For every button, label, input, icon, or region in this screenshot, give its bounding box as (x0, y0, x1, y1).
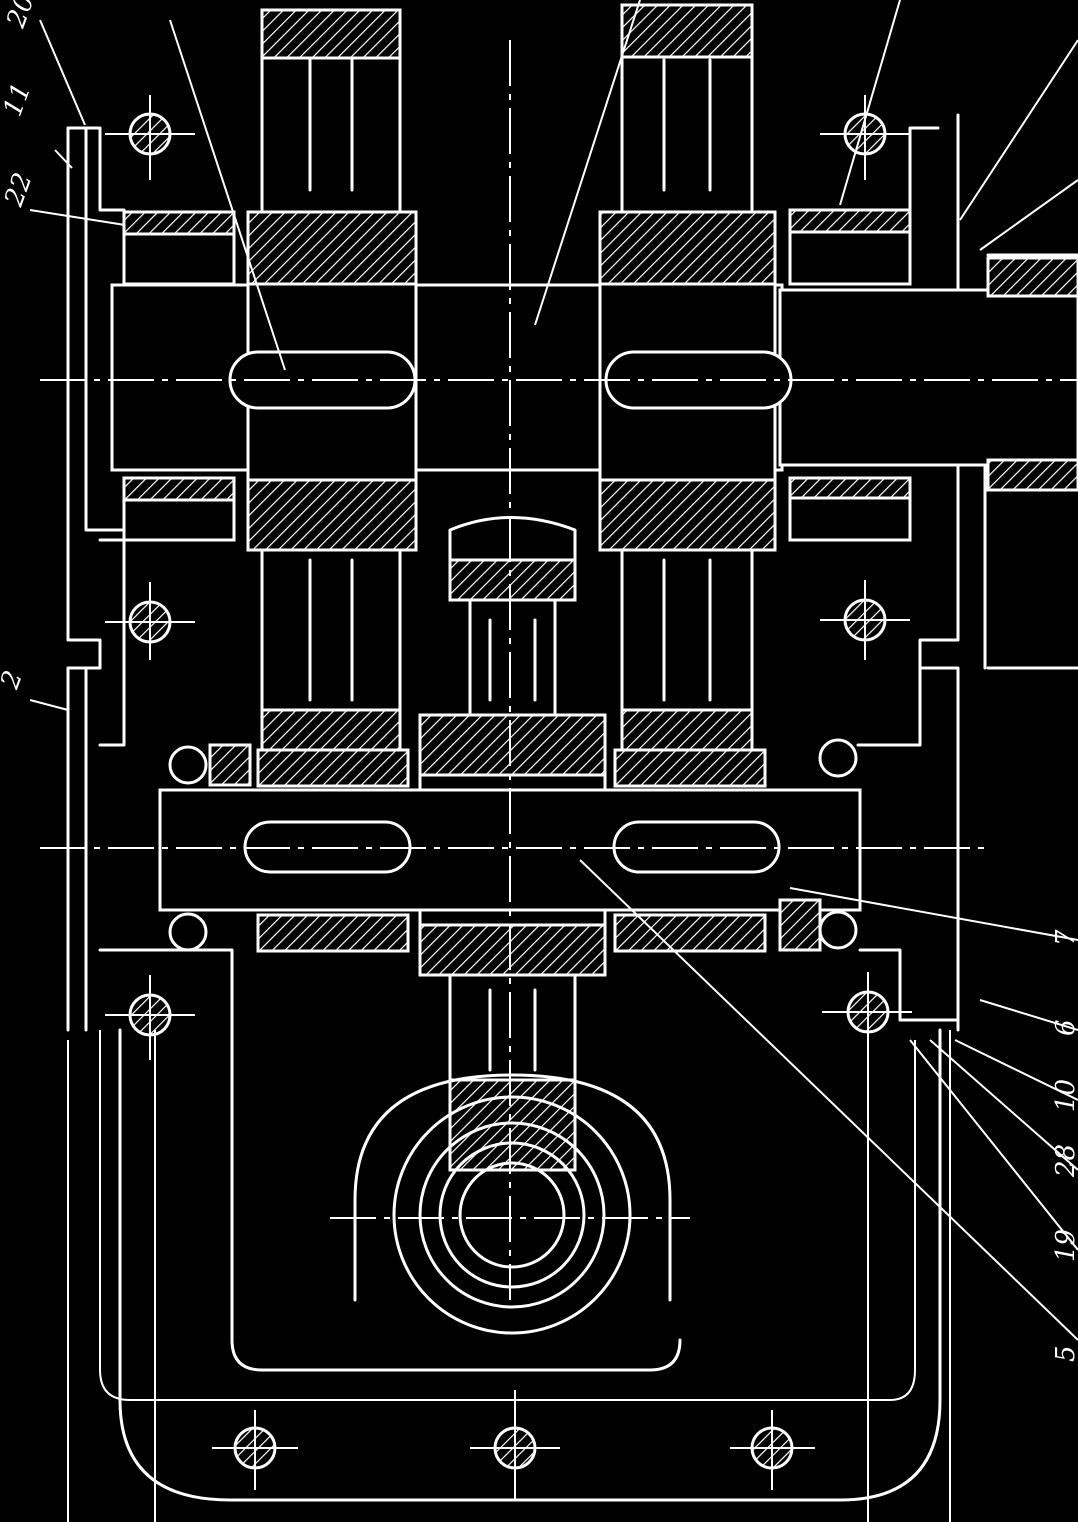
bolt-holes (105, 95, 912, 1500)
bolt-hole-icon (105, 95, 195, 180)
leader-lines (29, 0, 1078, 1341)
callout-label: 5 (1051, 1345, 1078, 1362)
callout-label: 10 (1051, 1079, 1078, 1112)
bolt-hole-icon (212, 1410, 298, 1490)
housing-outline (66, 113, 1078, 1502)
upper-right-gear (598, 3, 793, 752)
callout-label: 20 (1, 0, 41, 33)
callout-label: 6 (1051, 1019, 1078, 1036)
bolt-hole-icon (105, 582, 195, 660)
callout-label: 2 (0, 667, 29, 694)
callout-label: 7 (1051, 929, 1078, 946)
lower-bearings (168, 738, 858, 952)
bolt-hole-icon (730, 1410, 815, 1490)
bolt-hole-icon (820, 95, 910, 180)
callout-label: 28 (1051, 1144, 1078, 1178)
upper-left-gear (228, 8, 418, 752)
bolt-hole-icon (820, 580, 910, 660)
upper-bearings (122, 208, 912, 542)
callout-label: 11 (0, 79, 37, 120)
bolt-hole-icon (470, 1390, 560, 1500)
callout-label: 22 (0, 169, 39, 211)
callout-label: 19 (1051, 1229, 1078, 1262)
bolt-hole-icon (105, 975, 195, 1060)
bottom-boss (353, 1073, 672, 1335)
center-lines (40, 40, 1078, 1522)
